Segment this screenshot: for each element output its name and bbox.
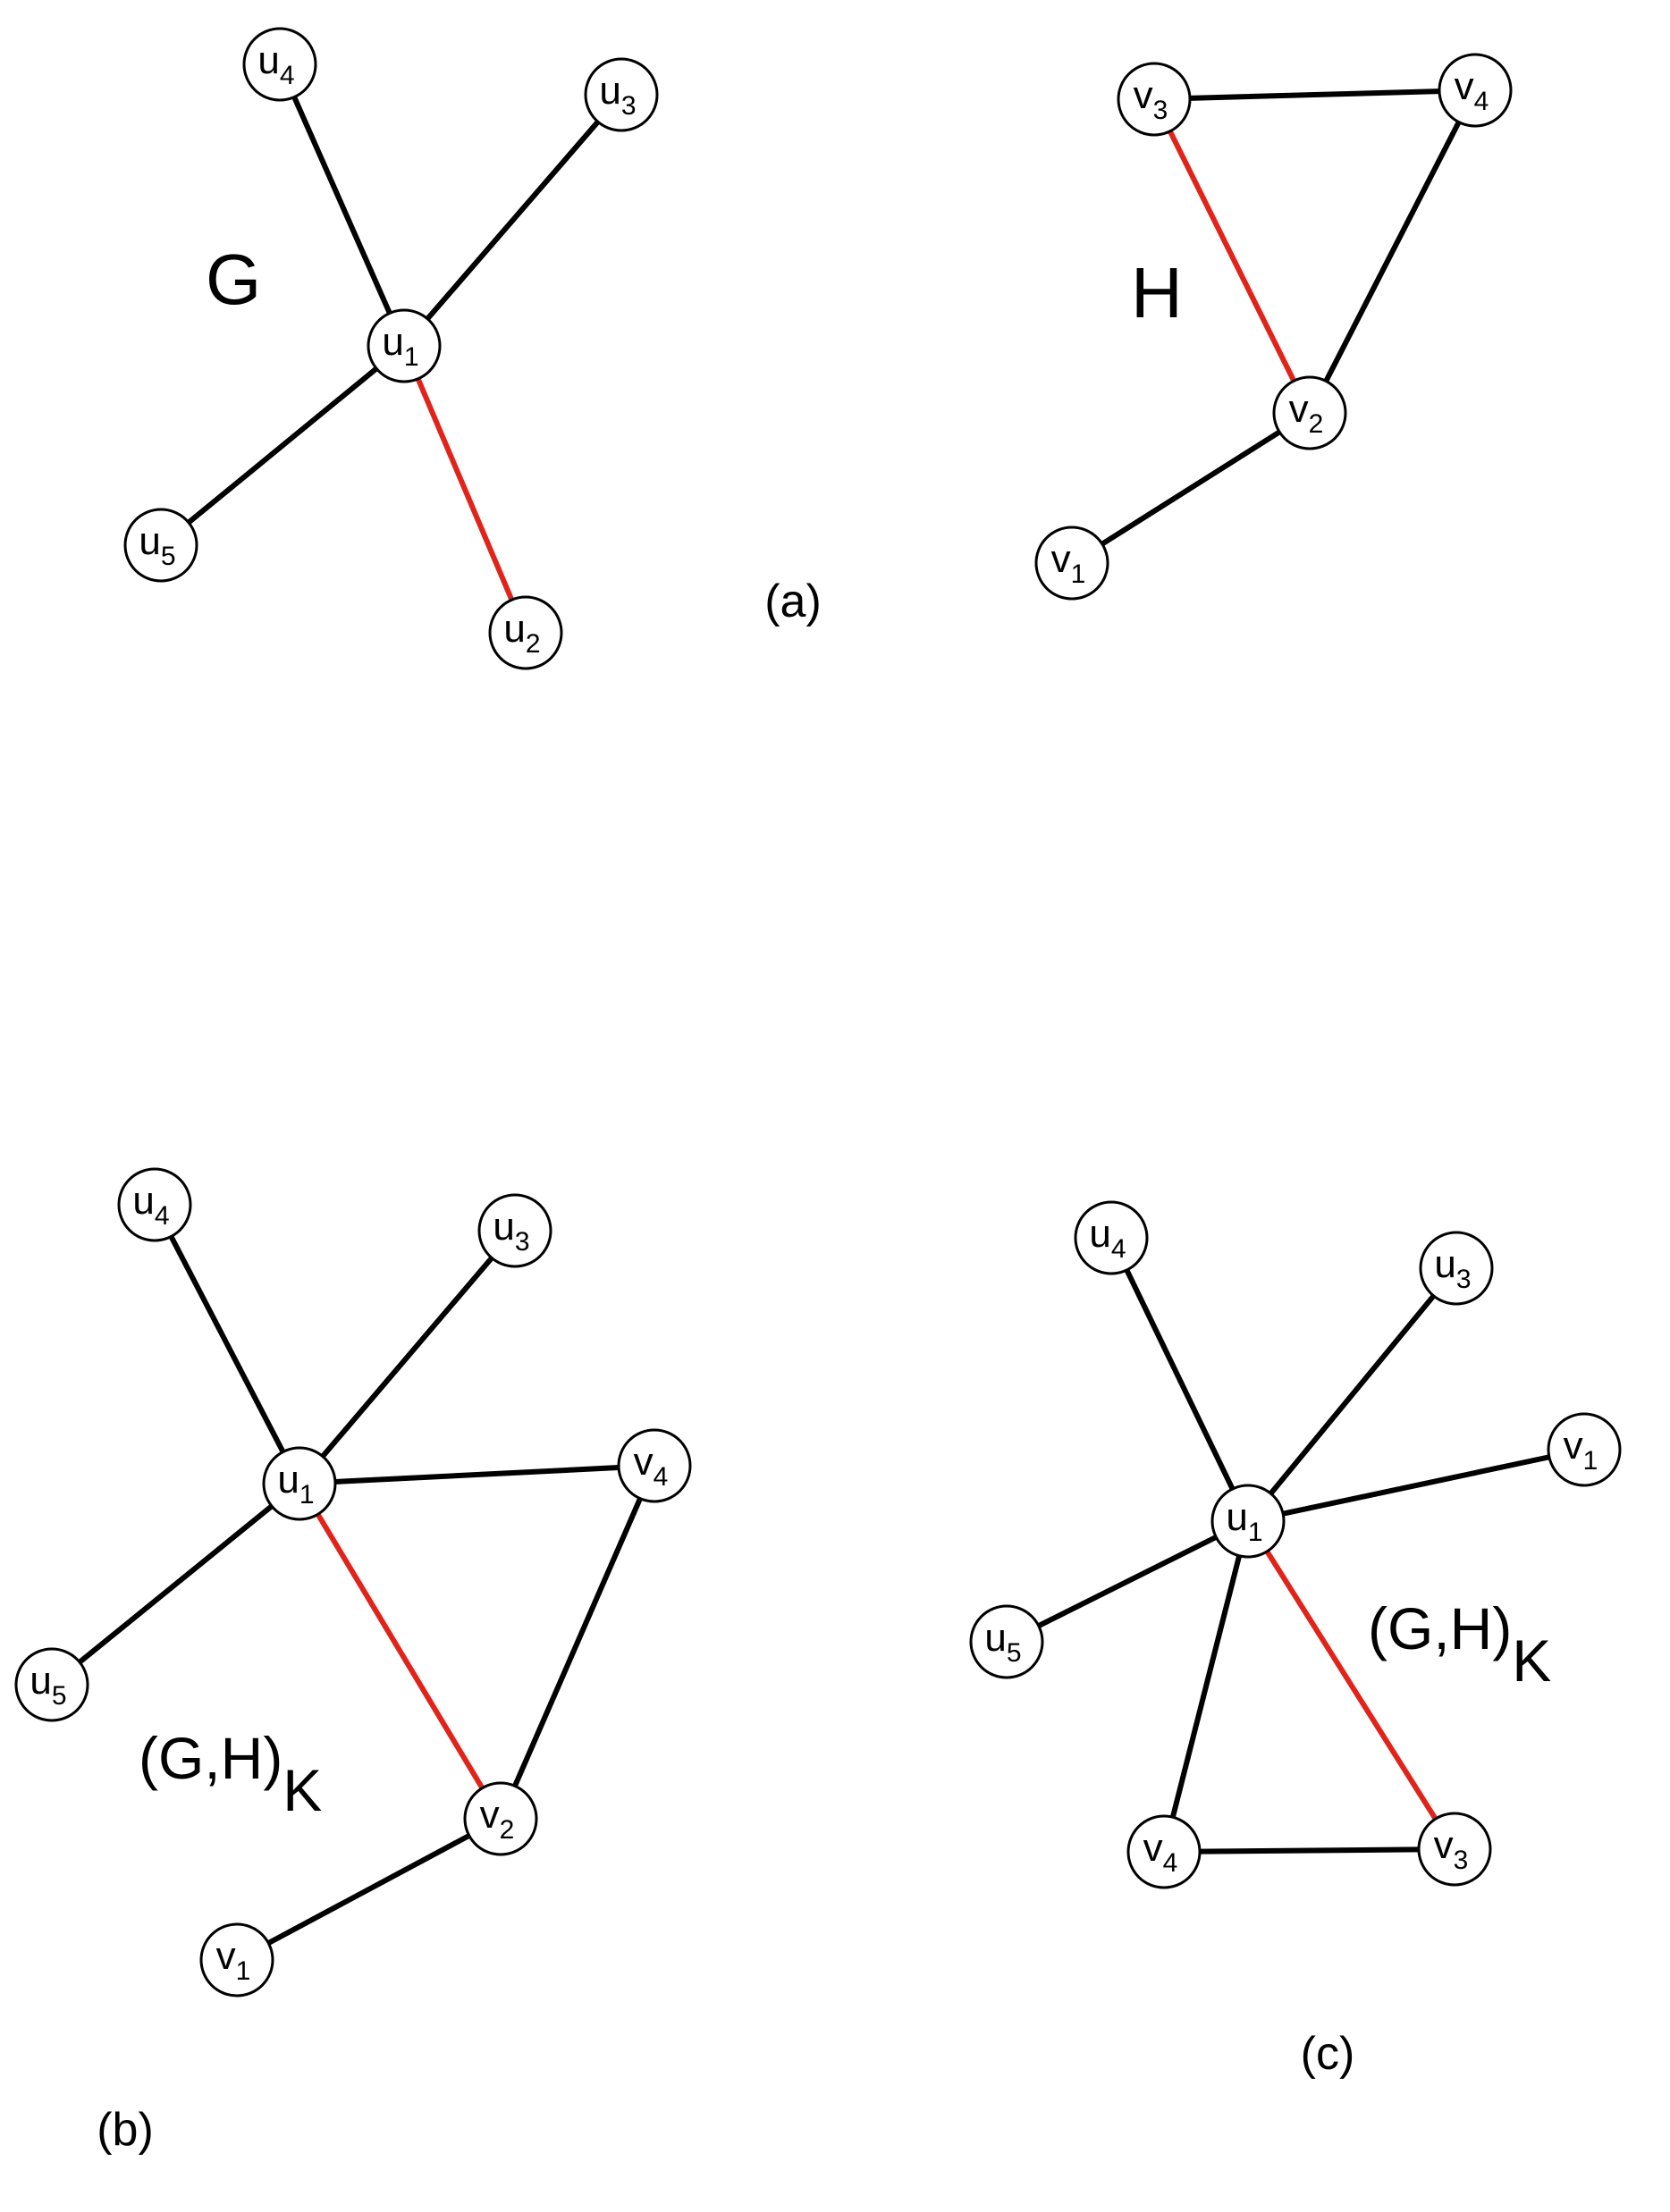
graph-label-G: G — [206, 240, 261, 319]
node-label: u1 — [277, 1458, 314, 1510]
edge-H-v2-v1 — [1069, 410, 1312, 566]
node-GHK_b-v1: v1 — [199, 1922, 274, 1998]
edge-H-v4-v2 — [1307, 88, 1478, 416]
node-label: u3 — [599, 69, 636, 121]
node-label: v4 — [634, 1440, 669, 1492]
edge-GHK_c-u1-u3 — [1245, 1266, 1459, 1524]
node-GHK_c-u1: u1 — [1210, 1484, 1286, 1559]
edge-GHK_b-u1-u3 — [297, 1228, 518, 1486]
node-label: v4 — [1455, 64, 1489, 116]
edge-G-u1-u4 — [277, 62, 407, 349]
node-H-v2: v2 — [1272, 375, 1347, 450]
edge-H-v3-v4 — [1151, 88, 1478, 102]
node-label: u2 — [503, 607, 540, 659]
node-label: u1 — [1226, 1495, 1262, 1547]
node-label: v4 — [1143, 1826, 1178, 1878]
edge-GHK_b-u1-v4 — [297, 1463, 657, 1486]
edge-G-u1-u2 — [401, 343, 528, 635]
node-GHK_b-u1: u1 — [262, 1446, 337, 1521]
edge-H-v3-v2 — [1151, 97, 1312, 416]
edge-GHK_c-u1-u4 — [1109, 1235, 1251, 1524]
node-label: u4 — [1089, 1212, 1126, 1264]
node-GHK_b-u3: u3 — [477, 1193, 552, 1268]
labels-layer: G H (a) (G,H)K (b) (G,H)K (c) — [97, 240, 1551, 2156]
edge-GHK_c-v4-v3 — [1161, 1846, 1457, 1855]
node-G-u5: u5 — [123, 508, 198, 583]
node-label: v3 — [1134, 73, 1168, 125]
panel-label-b: (b) — [97, 2104, 154, 2156]
node-H-v1: v1 — [1034, 526, 1109, 601]
graph-label-GHK_b: (G,H)K — [139, 1725, 322, 1823]
graph-label-H: H — [1131, 253, 1183, 332]
edge-GHK_b-u1-u4 — [152, 1202, 302, 1486]
node-GHK_b-u5: u5 — [14, 1647, 89, 1722]
node-label: u5 — [30, 1659, 66, 1711]
node-GHK_c-u3: u3 — [1419, 1231, 1494, 1306]
graph-label-GHK_c: (G,H)K — [1368, 1595, 1551, 1694]
node-label: v3 — [1434, 1823, 1469, 1875]
edge-GHK_b-v4-v2 — [498, 1463, 657, 1821]
node-H-v3: v3 — [1117, 62, 1192, 137]
node-GHK_b-u4: u4 — [117, 1167, 192, 1242]
edge-GHK_c-u1-u5 — [1004, 1518, 1251, 1644]
node-GHK_b-v2: v2 — [463, 1781, 538, 1856]
node-GHK_c-u4: u4 — [1074, 1200, 1149, 1275]
edge-G-u1-u5 — [158, 343, 407, 548]
nodes-layer: u1 u2 u3 u4 u5 v1 v2 v3 v4 u1 u3 u4 u5 v1 v2 v4 u1 u3 u4 u5… — [14, 27, 1622, 1998]
node-GHK_c-v4: v4 — [1126, 1814, 1202, 1889]
node-GHK_b-v4: v4 — [617, 1428, 692, 1503]
edges-layer — [49, 62, 1587, 1963]
node-GHK_c-v3: v3 — [1417, 1812, 1492, 1887]
panel-label-c: (c) — [1301, 2028, 1355, 2080]
node-label: u5 — [984, 1616, 1021, 1668]
node-label: u1 — [382, 320, 418, 372]
edge-GHK_b-u1-v2 — [297, 1481, 503, 1821]
node-label: u4 — [257, 38, 294, 90]
node-G-u3: u3 — [584, 57, 659, 132]
node-G-u1: u1 — [367, 308, 442, 383]
edge-GHK_b-u1-u5 — [49, 1481, 302, 1687]
node-label: v1 — [216, 1934, 251, 1986]
node-GHK_c-v1: v1 — [1547, 1412, 1622, 1487]
node-label: u3 — [1434, 1242, 1471, 1294]
node-G-u2: u2 — [488, 595, 563, 670]
node-label: u3 — [493, 1205, 529, 1257]
node-label: u4 — [132, 1179, 169, 1231]
node-H-v4: v4 — [1438, 53, 1513, 128]
node-label: u5 — [139, 519, 175, 571]
edge-GHK_c-u1-v3 — [1245, 1518, 1457, 1852]
edge-G-u1-u3 — [401, 92, 624, 349]
node-label: v1 — [1564, 1424, 1598, 1476]
edge-GHK_c-u1-v4 — [1161, 1518, 1251, 1855]
panel-label-a: (a) — [764, 576, 822, 627]
node-G-u4: u4 — [242, 27, 317, 102]
edge-GHK_b-v2-v1 — [234, 1816, 503, 1963]
node-label: v2 — [1289, 387, 1324, 439]
node-label: v1 — [1051, 537, 1086, 589]
node-GHK_c-u5: u5 — [969, 1604, 1044, 1679]
edge-GHK_c-u1-v1 — [1245, 1447, 1587, 1524]
node-label: v2 — [480, 1793, 515, 1845]
